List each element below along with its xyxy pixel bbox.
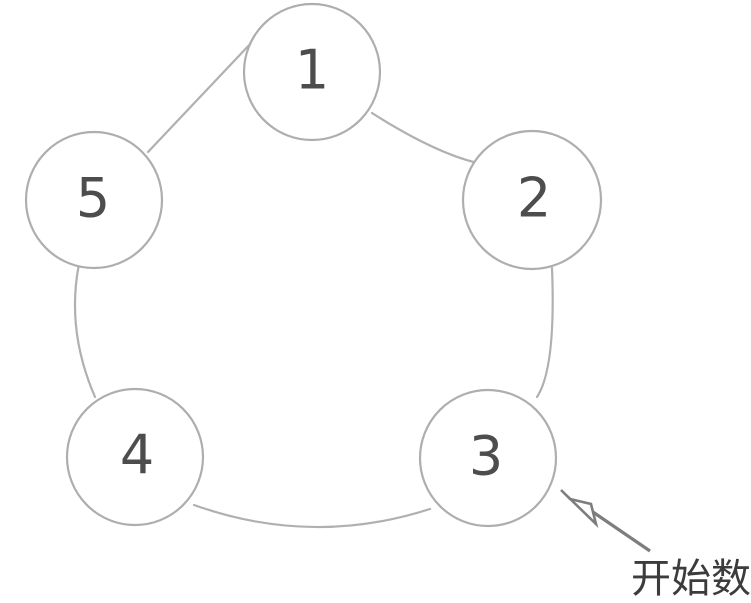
node-5-label: 5 (76, 167, 110, 230)
node-3[interactable]: 3 (418, 388, 558, 528)
node-5[interactable]: 5 (24, 130, 164, 270)
link-arc-3-4 (192, 503, 432, 529)
node-2-label: 2 (517, 167, 551, 230)
node-2-circle[interactable] (461, 129, 603, 271)
node-2[interactable]: 2 (461, 129, 603, 271)
node-1-label: 1 (295, 39, 329, 102)
link-arc-5-1 (146, 39, 255, 154)
annotation-arrow-shaft (589, 508, 651, 553)
link-group (73, 39, 554, 529)
link-arc-4-5 (73, 262, 97, 399)
start-annotation: 开始数 (560, 489, 751, 602)
node-5-circle[interactable] (24, 130, 164, 270)
node-1[interactable]: 1 (242, 2, 382, 142)
annotation-arrow-head-icon (560, 489, 599, 529)
node-4-label: 4 (120, 424, 154, 487)
node-1-circle[interactable] (242, 2, 382, 142)
node-3-circle[interactable] (418, 388, 558, 528)
node-group: 1 2 3 4 5 (24, 2, 603, 528)
node-4-circle[interactable] (65, 387, 205, 527)
annotation-label: 开始数 (631, 556, 751, 602)
link-arc-1-2 (370, 111, 489, 167)
link-arc-2-3 (535, 266, 554, 399)
node-4[interactable]: 4 (65, 387, 205, 527)
node-3-label: 3 (469, 425, 503, 488)
